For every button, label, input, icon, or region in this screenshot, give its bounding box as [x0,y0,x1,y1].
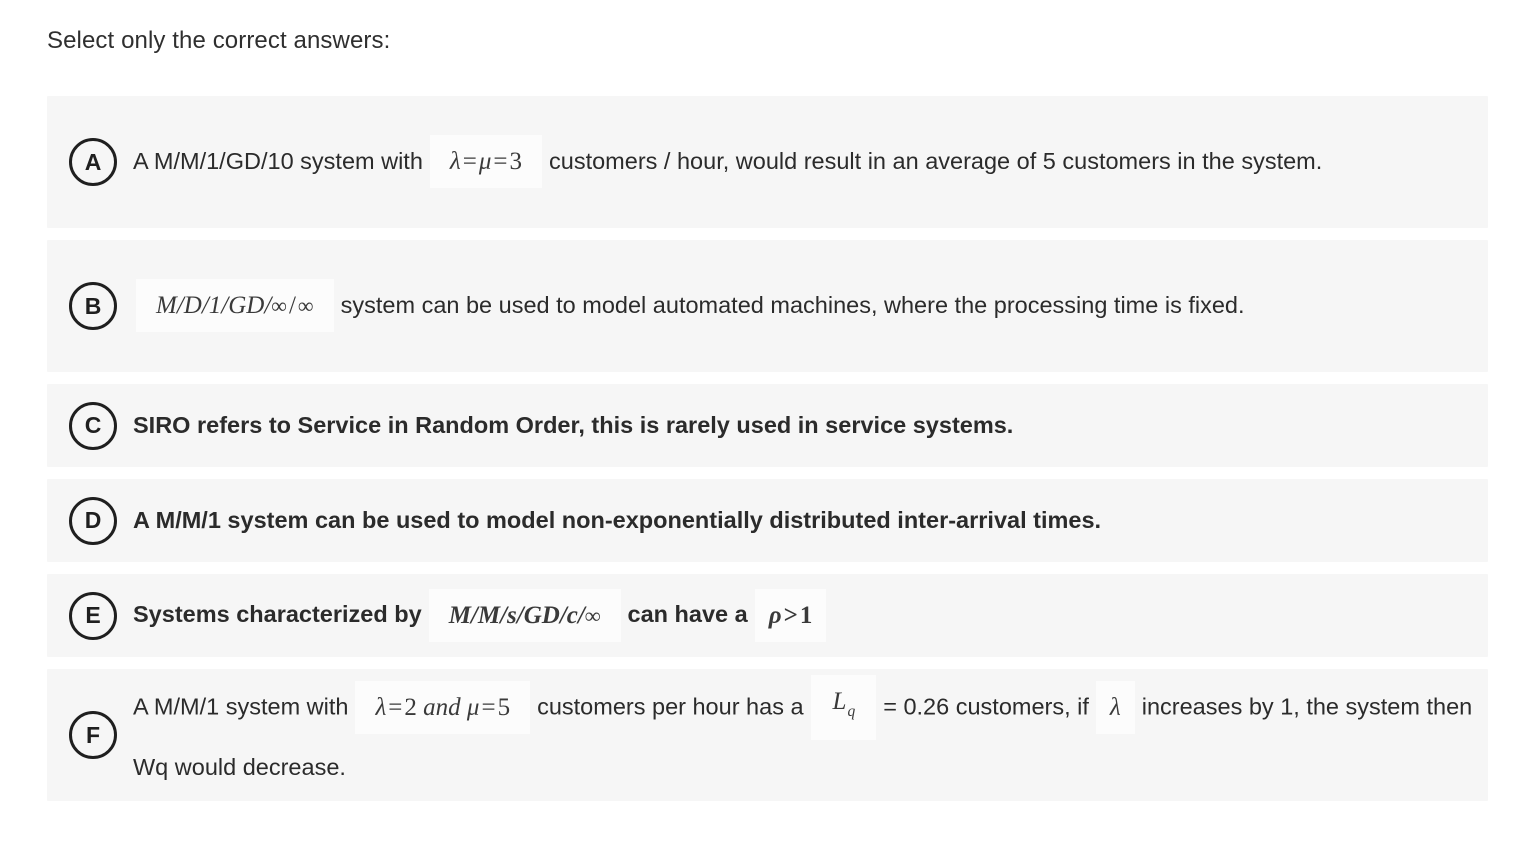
math-value-2: 2 [404,694,417,721]
math-value-1: 1 [799,601,813,629]
answer-option-c[interactable]: C SIRO refers to Service in Random Order… [47,384,1488,467]
math-symbol-lambda: λ [1109,694,1121,721]
math-slash: / [288,292,296,320]
math-symbol-mu: μ [466,694,480,721]
math-kendall-mmsgdc: M/M/s/GD/c/∞ [428,588,621,642]
math-rho-gt-1: ρ>1 [754,588,827,642]
question-prompt: Select only the correct answers: [47,27,391,54]
math-kendall-md1gd: M/D/1/GD/∞/∞ [136,279,334,333]
option-b-text: system can be used to model automated ma… [340,291,1245,318]
math-operator-equals: = [462,148,477,176]
option-letter-c: C [69,401,117,450]
answer-option-b[interactable]: B M/D/1/GD/∞/∞system can be used to mode… [47,240,1488,372]
option-text-b: M/D/1/GD/∞/∞system can be used to model … [133,279,1488,333]
option-f-text-part-2: customers per hour has a [537,693,804,720]
option-f-text-part-4: increases by 1, the system then Wq would… [133,693,1473,780]
option-e-text-part-2: can have a [627,601,748,628]
math-operator-equals: = [388,694,403,721]
option-letter-b: B [69,282,117,330]
math-symbol-l: L [832,688,847,715]
answer-option-d[interactable]: D A M/M/1 system can be used to model no… [47,479,1488,562]
math-symbol-rho: ρ [768,601,782,629]
option-text-c: SIRO refers to Service in Random Order, … [133,412,1014,438]
math-subscript-q: q [847,702,856,720]
math-symbol-mu: μ [478,148,492,176]
option-letter-d: D [69,496,117,545]
math-value-5: 5 [497,694,511,721]
math-symbol-lambda: λ [375,694,387,721]
option-letter-f: F [69,711,117,759]
math-lambda-mu-3: λ=μ=3 [429,135,543,189]
math-infinity: ∞ [584,602,601,628]
option-f-text-part-3: = 0.26 customers, if [883,693,1089,720]
math-operator-greater-than: > [783,601,798,629]
math-conjunction-and: and [423,694,461,721]
option-letter-a: A [69,138,117,186]
option-a-text-part-1: A M/M/1/GD/10 system with [133,147,423,174]
math-infinity-2: ∞ [297,293,314,319]
math-operator-equals-2: = [493,148,508,176]
math-infinity-1: ∞ [271,293,287,319]
math-kendall-parts: M/M/s/GD/c/ [448,601,585,629]
math-lambda-2-mu-5: λ=2 and μ=5 [355,681,531,734]
math-operator-equals-2: = [481,694,496,721]
math-lq: Lq [810,675,877,740]
option-text-d: A M/M/1 system can be used to model non-… [133,507,1102,533]
option-e-text-part-1: Systems characterized by [133,601,422,628]
math-value-3: 3 [509,148,523,176]
math-symbol-lambda: λ [449,148,461,176]
option-f-text-part-1: A M/M/1 system with [133,693,349,720]
math-kendall-parts: M/D/1/GD/ [156,292,272,320]
option-letter-e: E [69,591,117,640]
option-a-text-part-2: customers / hour, would result in an ave… [549,147,1323,174]
math-lambda: λ [1095,681,1135,734]
